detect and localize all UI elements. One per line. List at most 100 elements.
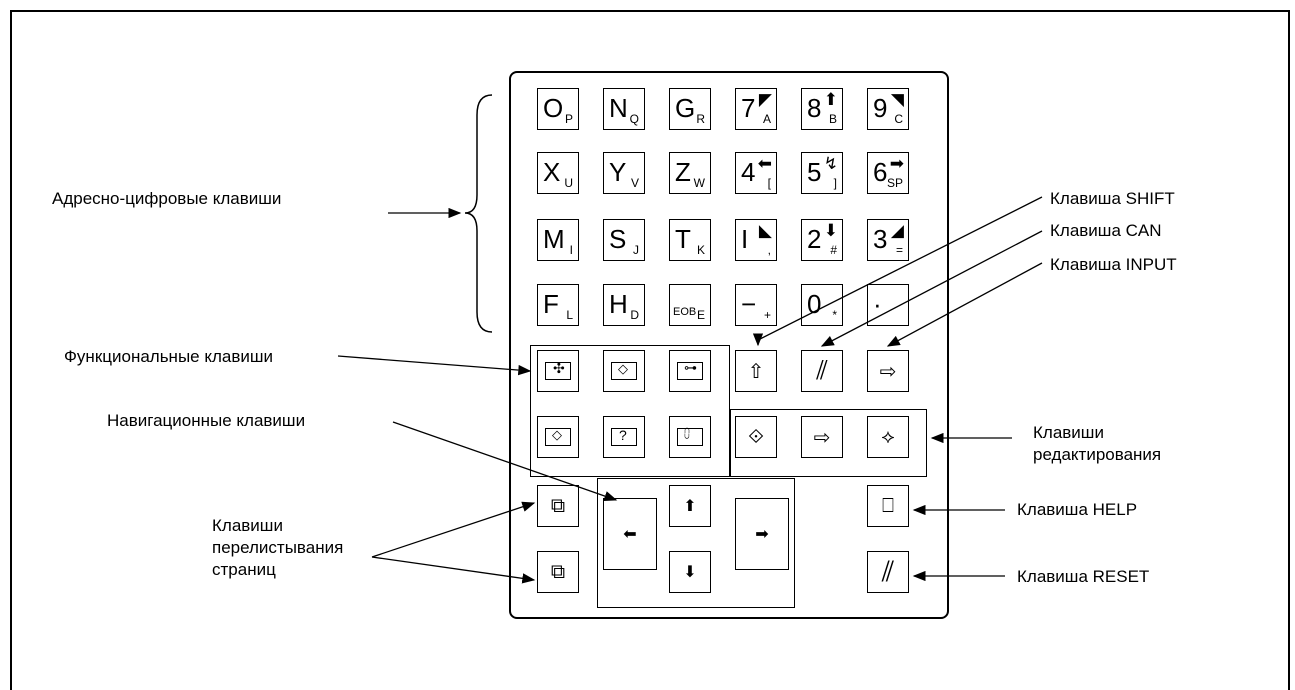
label-edit-keys-1: Клавиши (1033, 423, 1104, 442)
key-main-char: 8 (807, 93, 822, 123)
key-sub-char: A (762, 112, 771, 126)
key-arrow-icon: ⬆ (823, 90, 838, 109)
label-help: Клавиша HELP (1017, 500, 1138, 519)
key-r3-3[interactable]: I, ◣ (735, 219, 777, 261)
offset-icon: ⊶ (677, 360, 703, 380)
key-sub-char: K (696, 243, 705, 257)
key-sub-char: D (630, 308, 639, 322)
key-main-char: I (741, 224, 749, 254)
insert-icon: ⇨ (813, 426, 831, 449)
key-sub-char: Q (629, 112, 639, 126)
key-main-char: T (675, 224, 691, 254)
function-keys-group (530, 345, 730, 477)
key-position[interactable]: ✣ (537, 350, 579, 392)
position-icon: ✣ (545, 360, 571, 380)
key-page-up[interactable]: ⧉ (537, 485, 579, 527)
key-help[interactable]: ⎕ (867, 485, 909, 527)
label-page-keys-1: Клавиши (212, 516, 283, 535)
key-main-char: S (609, 224, 627, 254)
key-r2-3[interactable]: 4[⬅ (735, 152, 777, 194)
key-arrow-icon: ◢ (890, 221, 904, 240)
key-sub-char: W (693, 176, 705, 190)
key-sub-char: , (767, 243, 771, 257)
key-r3-5[interactable]: 3 = ◢ (867, 219, 909, 261)
label-input: Клавиша INPUT (1050, 255, 1177, 274)
key-sub-char: L (566, 308, 573, 322)
key-sub-char: V (630, 176, 639, 190)
key-main-char: O (543, 93, 564, 123)
shift-icon: ⇧ (747, 360, 765, 383)
key-message[interactable]: ? (603, 416, 645, 458)
key-main-char: EOB (673, 306, 697, 318)
key-delete[interactable]: ⟡ (867, 416, 909, 458)
label-shift: Клавиша SHIFT (1050, 189, 1175, 208)
can-icon: ⫽ (816, 355, 828, 385)
brace (464, 94, 493, 333)
page-down-icon: ⧉ (550, 560, 566, 583)
key-sub-char: SP (886, 176, 903, 190)
label-page-keys-3: страниц (212, 560, 276, 579)
key-r2-4[interactable]: 5]↯ (801, 152, 843, 194)
label-page-keys-2: перелистывания (212, 538, 344, 557)
key-arrow-icon: ◣ (758, 221, 772, 240)
key-page-down[interactable]: ⧉ (537, 551, 579, 593)
figure-frame (10, 10, 1290, 690)
key-main-char: H (609, 289, 628, 319)
alter-icon: ⟐ (748, 425, 764, 448)
key-main-char: N (609, 93, 628, 123)
label-address-keys: Адресно-цифровые клавиши (52, 189, 282, 208)
key-graph[interactable]: ⩇ (669, 416, 711, 458)
program-icon: ◇ (611, 361, 637, 380)
key-up[interactable]: ⬆ (669, 485, 711, 527)
key-main-char: 4 (741, 157, 756, 187)
key-shift[interactable]: ⇧ (735, 350, 777, 392)
key-system[interactable]: ◇ (537, 416, 579, 458)
key-insert[interactable]: ⇨ (801, 416, 843, 458)
key-sub-char: U (564, 176, 573, 190)
key-r4-4[interactable]: 0* (801, 284, 843, 326)
key-sub-char: ] (833, 176, 837, 190)
key-r3-4[interactable]: 2#⬇ (801, 219, 843, 261)
key-left[interactable]: ⬅ (603, 498, 657, 570)
arrow-right-icon: ➡ (755, 526, 769, 543)
key-input[interactable]: ⇨ (867, 350, 909, 392)
key-reset[interactable]: ⫽ (867, 551, 909, 593)
keypad-panel (509, 71, 949, 619)
key-main-char: 3 (873, 224, 888, 254)
key-down[interactable]: ⬇ (669, 551, 711, 593)
nav-keys-group (597, 478, 795, 608)
leader-lines (337, 94, 1043, 584)
key-main-char: 2 (807, 224, 822, 254)
arrow-down-icon: ⬇ (683, 564, 697, 581)
key-program[interactable]: ◇ (603, 350, 645, 392)
key-right[interactable]: ➡ (735, 498, 789, 570)
key-alter[interactable]: ⟐ (735, 416, 777, 458)
key-r4-3[interactable]: −+ (735, 284, 777, 326)
key-offset[interactable]: ⊶ (669, 350, 711, 392)
delete-icon: ⟡ (881, 425, 895, 448)
edit-keys-group (730, 409, 927, 477)
key-sub-char: = (895, 243, 903, 257)
key-can[interactable]: ⫽ (801, 350, 843, 392)
key-sub-char: J (633, 243, 639, 257)
key-sub-char: R (696, 112, 705, 126)
help-question-icon: ? (611, 427, 637, 446)
book-icon: ⎕ (882, 494, 894, 517)
label-can: Клавиша CAN (1050, 221, 1162, 240)
